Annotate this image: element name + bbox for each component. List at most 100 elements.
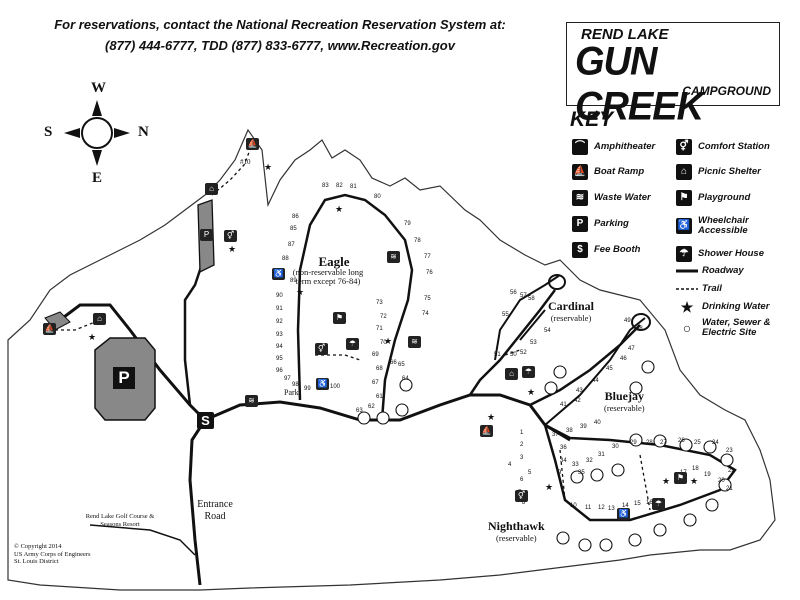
compass-n: N (138, 124, 149, 140)
key-item-label: Drinking Water (702, 301, 770, 312)
key-item-amphitheater: ⌒ Amphitheater (572, 139, 655, 155)
site-number: 47 (628, 346, 635, 352)
site-number: 35 (578, 470, 585, 476)
svg-text:★: ★ (264, 163, 272, 173)
site-number: 25 (694, 440, 701, 446)
eagle-loop-road (296, 193, 414, 421)
svg-text:★: ★ (487, 413, 495, 423)
site-number: 26 (678, 438, 685, 444)
site-number: 86 (292, 214, 299, 220)
site-number: 96 (276, 368, 283, 374)
site-number: 66 (390, 360, 397, 366)
key-item-label: Fee Booth (594, 244, 641, 255)
park-label: Park (284, 388, 299, 397)
site-number: 14 (622, 503, 629, 509)
site-number: 19 (704, 472, 711, 478)
site-number: 79 (404, 221, 411, 227)
cardinal-area-label: Cardinal (reservable) (548, 299, 595, 323)
key-title: KEY (570, 108, 614, 131)
key-item-picnic-shelter: ⌂Picnic Shelter (676, 164, 761, 180)
site-number: 56 (510, 290, 517, 296)
roadway-cardinal (468, 289, 556, 396)
key-item-wheelchair: ♿Wheelchair Accessible (676, 216, 778, 236)
svg-text:★: ★ (228, 245, 236, 255)
compass-w: W (91, 80, 106, 96)
site-number: 41 (560, 402, 567, 408)
site-number: 93 (276, 332, 283, 338)
bluejay-loop-road (544, 317, 646, 426)
site-number: 12 (598, 505, 605, 511)
site-number: 5 (528, 470, 532, 476)
key-item-label: Boat Ramp (594, 166, 645, 177)
shoreline (7, 128, 776, 591)
copyright: © Copyright 2014 US Army Corps of Engine… (14, 543, 91, 565)
site-number: 31 (598, 452, 605, 458)
site-number: 91 (276, 306, 283, 312)
site-number: 6 (520, 477, 524, 483)
svg-text:★: ★ (527, 388, 535, 398)
key-item-roadway-line: Roadway (676, 266, 744, 276)
site-number: 95 (276, 356, 283, 362)
key-item-label: Parking (594, 218, 629, 229)
site-number: 88 (282, 256, 289, 262)
key-item-comfort-station: ⚥Comfort Station (676, 139, 770, 155)
site-number: 15 (634, 501, 641, 507)
key-item-label: Amphitheater (594, 141, 656, 152)
shower-house-icon: ☂ (652, 498, 665, 510)
wheelchair-icon: ♿ (617, 508, 630, 520)
site-number: 58 (528, 296, 535, 302)
site-number: 2 (520, 442, 524, 448)
site-number: 39 (580, 424, 587, 430)
site-number: 70 (380, 340, 387, 346)
playground-icon: ⚑ (674, 472, 687, 484)
comfort-station-icon: ⚥ (315, 343, 328, 355)
site-number: 54 (544, 328, 551, 334)
drinking-water-star-icon: ★ (680, 299, 694, 315)
trail-nighthawk (559, 449, 651, 511)
amphitheater-icon: ⌒ (572, 139, 588, 155)
site-number: 100 (330, 384, 341, 390)
site-number: 78 (414, 238, 421, 244)
picnic-shelter-icon: ⌂ (676, 164, 692, 180)
svg-text:★: ★ (662, 477, 670, 487)
site-number: 8 (522, 500, 526, 506)
site-number: 89 (290, 278, 297, 284)
site-number: 44 (592, 378, 599, 384)
picnic-shelter-icon: ⌂ (93, 313, 106, 325)
waste-water-icon: ≋ (387, 251, 400, 263)
key-item-waste-water: ≋Waste Water (572, 190, 651, 206)
site-number: 23 (726, 448, 733, 454)
site-number: 53 (530, 340, 537, 346)
boat-ramp-icon: ⛵ (43, 323, 56, 335)
trail-west (55, 319, 101, 331)
site-number: 27 (660, 440, 667, 446)
site-number: 74 (422, 311, 429, 317)
compass-rose (64, 100, 130, 166)
site-number: 61 (376, 394, 383, 400)
site-number: 63 (356, 408, 363, 414)
roadway-line-icon (676, 268, 698, 274)
site-number: 76 (426, 270, 433, 276)
roadway-to-lot (183, 254, 207, 406)
site-number: 37 (552, 432, 559, 438)
waste-water-icon: ≋ (572, 190, 588, 206)
waste-water-icon: ≋ (408, 336, 421, 348)
site-number: 38 (566, 428, 573, 434)
fee-booth-label: S (197, 412, 214, 429)
site-number: 1 (520, 430, 524, 436)
boat-ramp-icon: ⛵ (246, 138, 259, 150)
site-number: 97 (284, 376, 291, 382)
site-number: 94 (276, 344, 283, 350)
fee-booth-icon: $ (572, 242, 588, 258)
site-number: 11 (585, 505, 592, 511)
site-number: 75 (424, 296, 431, 302)
site-number: 85 (290, 226, 297, 232)
reservation-line-2: (877) 444-6777, TDD (877) 833-6777, www.… (105, 38, 455, 53)
wheelchair-icon: ♿ (676, 218, 692, 234)
site-number: 29 (630, 440, 637, 446)
svg-text:★: ★ (88, 333, 96, 343)
shower-house-icon: ☂ (346, 338, 359, 350)
